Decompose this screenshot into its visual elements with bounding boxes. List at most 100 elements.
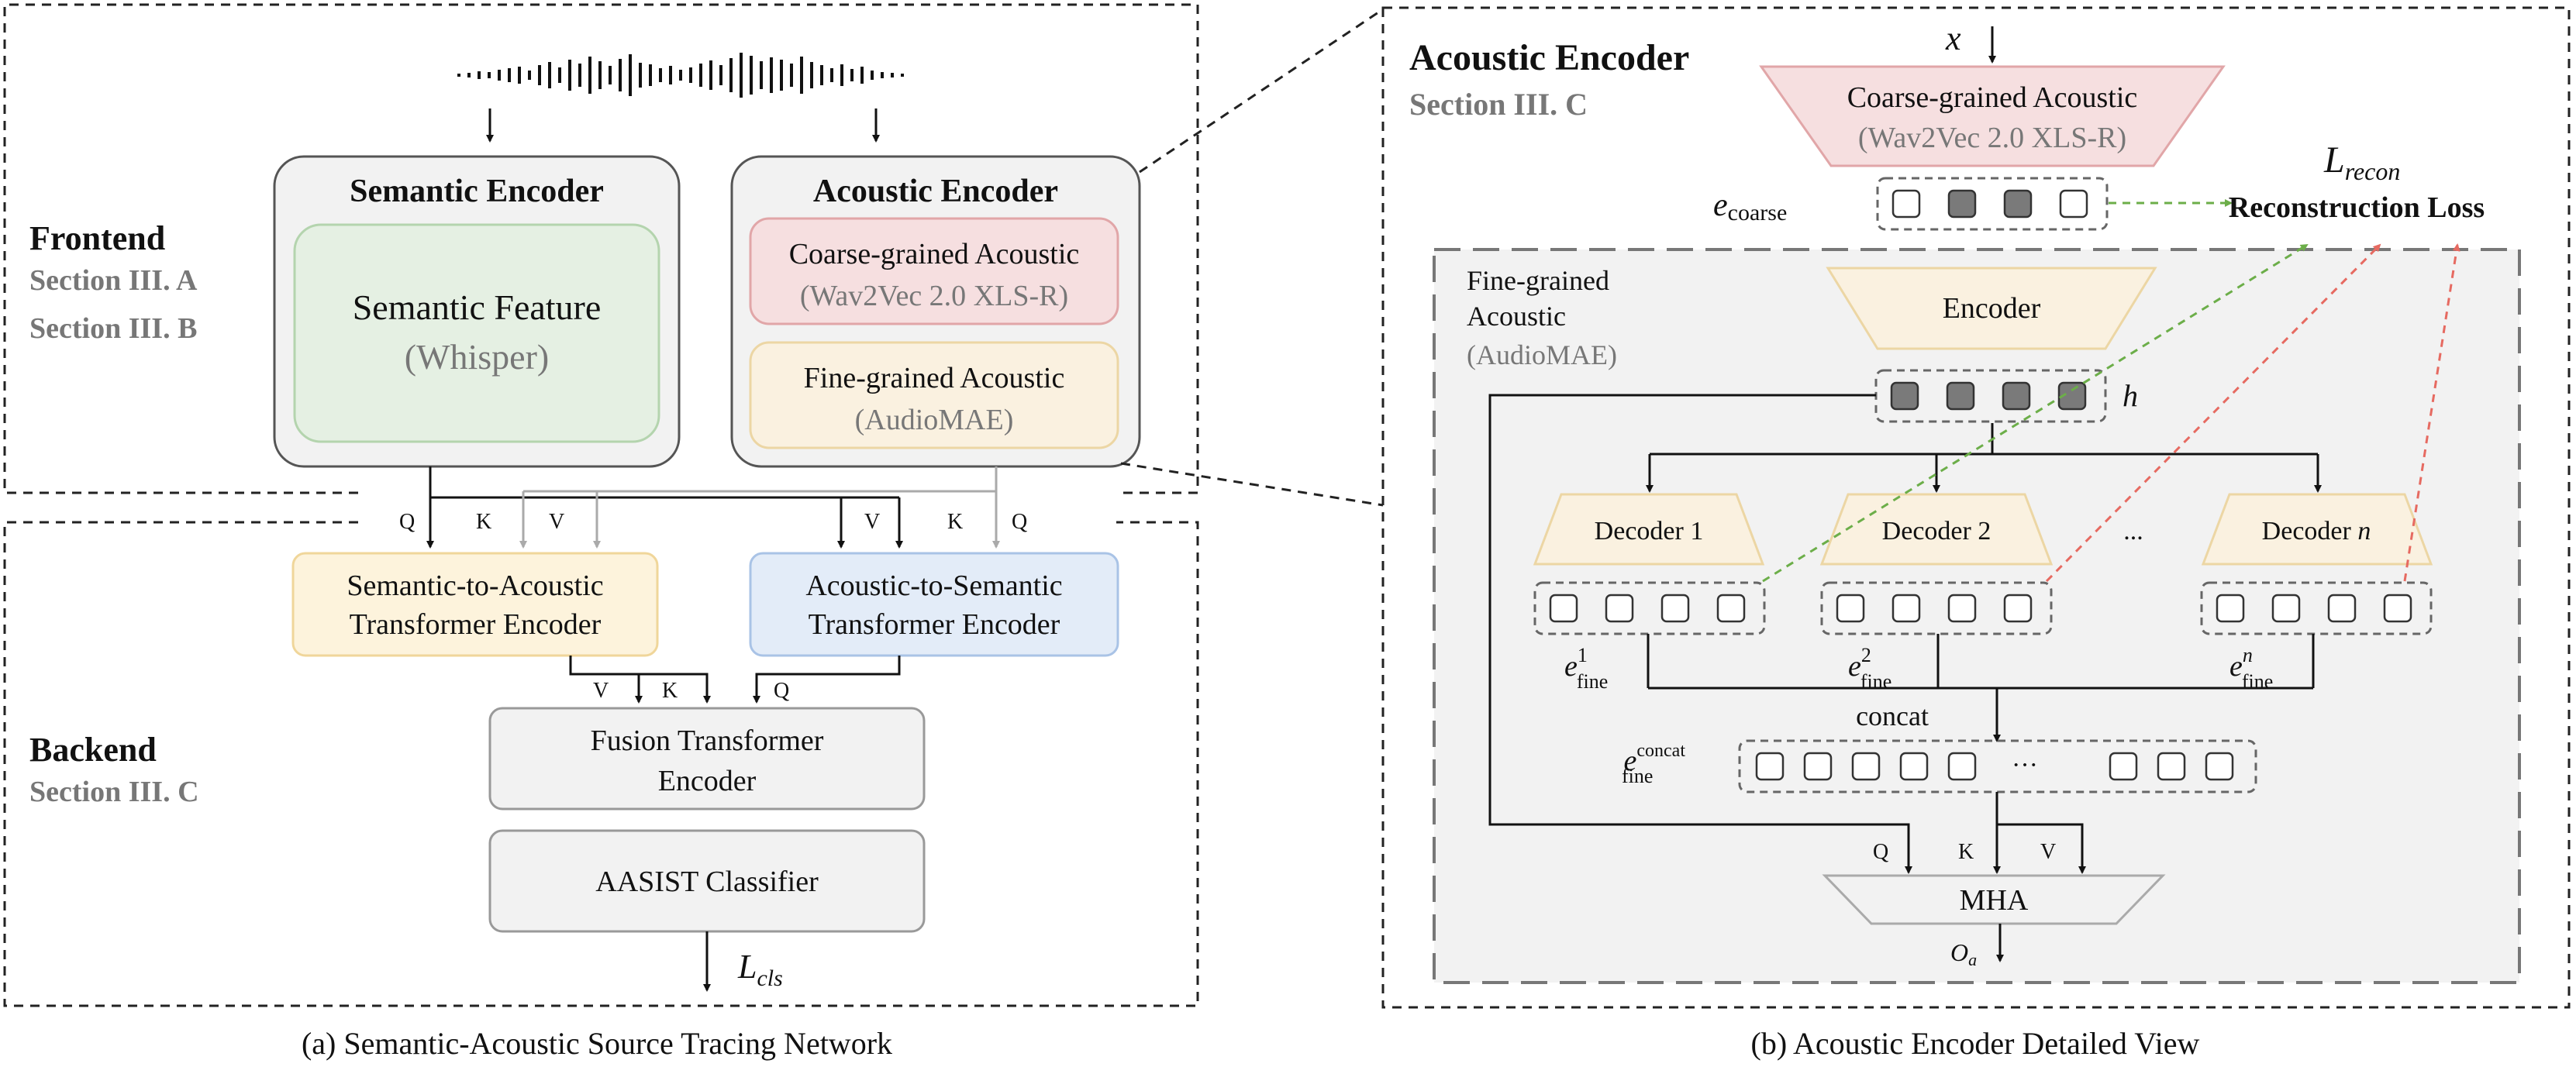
mha-v-label: V <box>2040 840 2056 864</box>
frontend-section-a: Section III. A <box>29 264 198 297</box>
fusion-q-label: Q <box>774 679 789 703</box>
token-cell <box>2327 594 2357 623</box>
frontend-region <box>3 3 1199 494</box>
fine-to-concat-lines <box>1647 634 2315 742</box>
e-fine-2-token-row <box>1820 581 2053 635</box>
token-cell <box>1660 594 1690 623</box>
token-cell <box>1899 752 1929 781</box>
fine-encoder-block <box>1826 267 2157 350</box>
token-cell <box>2003 594 2033 623</box>
zoom-line-bottom <box>1120 462 1384 507</box>
a2s-line2: Transformer Encoder <box>809 608 1060 641</box>
token-cell <box>1947 594 1977 623</box>
semantic-connections <box>426 466 845 549</box>
coarse-acoustic-sub: (Wav2Vec 2.0 XLS-R) <box>800 280 1068 312</box>
zoom-line-top <box>1139 8 1384 174</box>
token-cell <box>2057 381 2087 411</box>
fine-region-line3: (AudioMAE) <box>1467 339 1617 370</box>
h-label: h <box>2123 378 2138 413</box>
x-input-label: x <box>1945 19 1961 57</box>
token-cell <box>1851 752 1881 781</box>
token-cell <box>2003 189 2033 219</box>
h-to-mha-q-line <box>1488 394 1912 874</box>
token-cell <box>1891 189 1921 219</box>
decoder-2-label: Decoder 2 <box>1882 517 1991 546</box>
decoder-1-label: Decoder 1 <box>1595 517 1704 546</box>
fine-region-line1: Fine-grained <box>1467 265 1609 296</box>
s2a-v-label: V <box>549 510 564 534</box>
recon-loss-label: Reconstruction Loss <box>2229 191 2485 224</box>
e-coarse-token-row <box>1876 177 2109 231</box>
coarse-block-sub: (Wav2Vec 2.0 XLS-R) <box>1858 122 2126 154</box>
to-fusion-connections <box>569 656 901 704</box>
finen-to-recon-arrow <box>2403 243 2460 582</box>
token-cell <box>1890 381 1919 411</box>
fine1-to-recon-arrow <box>1762 243 2309 583</box>
token-cell <box>1716 594 1746 623</box>
fusion-line1: Fusion Transformer <box>591 725 824 757</box>
coarse-acoustic-box <box>749 217 1119 325</box>
decoder-n-block <box>2201 493 2433 566</box>
caption-a: (a) Semantic-Acoustic Source Tracing Net… <box>302 1026 892 1061</box>
token-cell <box>1891 594 1921 623</box>
backend-section: Section III. C <box>29 776 199 808</box>
fusion-line2: Encoder <box>658 765 757 797</box>
l-cls-label: Lcls <box>737 948 783 991</box>
token-cell <box>2109 752 2138 781</box>
a2s-encoder-box <box>749 552 1119 657</box>
token-cell <box>1946 381 1975 411</box>
fine2-to-recon-arrow <box>2045 243 2381 583</box>
coarse-acoustic-block <box>1759 65 2226 167</box>
fusion-k-label: K <box>662 679 678 703</box>
a2s-line1: Acoustic-to-Semantic <box>805 570 1062 602</box>
a2s-k-label: K <box>947 510 963 534</box>
left-panel: Frontend Section III. A Section III. B B… <box>3 3 1199 1061</box>
mha-q-label: Q <box>1873 840 1888 864</box>
backend-label: Backend <box>29 731 157 769</box>
coarse-block-label: Coarse-grained Acoustic <box>1847 81 2138 114</box>
caption-b: (b) Acoustic Encoder Detailed View <box>1751 1026 2200 1061</box>
token-cell <box>2383 594 2412 623</box>
decoder-ellipsis: ... <box>2123 517 2143 546</box>
token-row-frame <box>1533 581 1766 635</box>
a2s-q-label: Q <box>1012 510 1027 534</box>
acoustic-connections <box>519 466 1000 549</box>
mha-k-label: K <box>1958 840 1974 864</box>
token-cell <box>2271 594 2301 623</box>
token-row-frame <box>1820 581 2053 635</box>
fine-region-line2: Acoustic <box>1467 301 1566 332</box>
semantic-feature-box <box>293 223 660 443</box>
semantic-feature-sub: (Whisper) <box>405 337 549 377</box>
fusion-encoder-box <box>488 707 926 811</box>
s2a-line1: Semantic-to-Acoustic <box>347 570 603 602</box>
semantic-feature-label: Semantic Feature <box>353 287 602 327</box>
e-fine-n-token-row <box>2200 581 2433 635</box>
s2a-k-label: K <box>476 510 491 534</box>
token-cell <box>2059 189 2088 219</box>
fine-acoustic-label: Fine-grained Acoustic <box>804 362 1065 394</box>
fine-acoustic-sub: (AudioMAE) <box>855 404 1014 436</box>
concat-to-mha-lines <box>1993 792 2086 874</box>
frontend-label: Frontend <box>29 219 165 257</box>
token-cell <box>1803 752 1833 781</box>
decoder-2-block <box>1819 493 2054 566</box>
s2a-line2: Transformer Encoder <box>350 608 602 641</box>
acoustic-detail-region <box>1381 6 2571 1009</box>
coarse-acoustic-label: Coarse-grained Acoustic <box>789 238 1080 270</box>
l-recon-label: Lrecon <box>2323 139 2400 185</box>
fine-encoder-label: Encoder <box>1943 292 2041 325</box>
token-cell <box>1947 752 1977 781</box>
e-coarse-label: ecoarse <box>1713 188 1787 225</box>
token-cell <box>1605 594 1634 623</box>
semantic-encoder-title: Semantic Encoder <box>350 174 604 209</box>
frontend-section-b: Section III. B <box>29 312 197 345</box>
token-cell <box>2157 752 2186 781</box>
token-cell <box>2205 752 2234 781</box>
e-fine-1-token-row <box>1533 581 1766 635</box>
concat-label: concat <box>1856 700 1929 731</box>
mha-block <box>1822 874 2166 925</box>
acoustic-encoder-title: Acoustic Encoder <box>813 174 1058 209</box>
